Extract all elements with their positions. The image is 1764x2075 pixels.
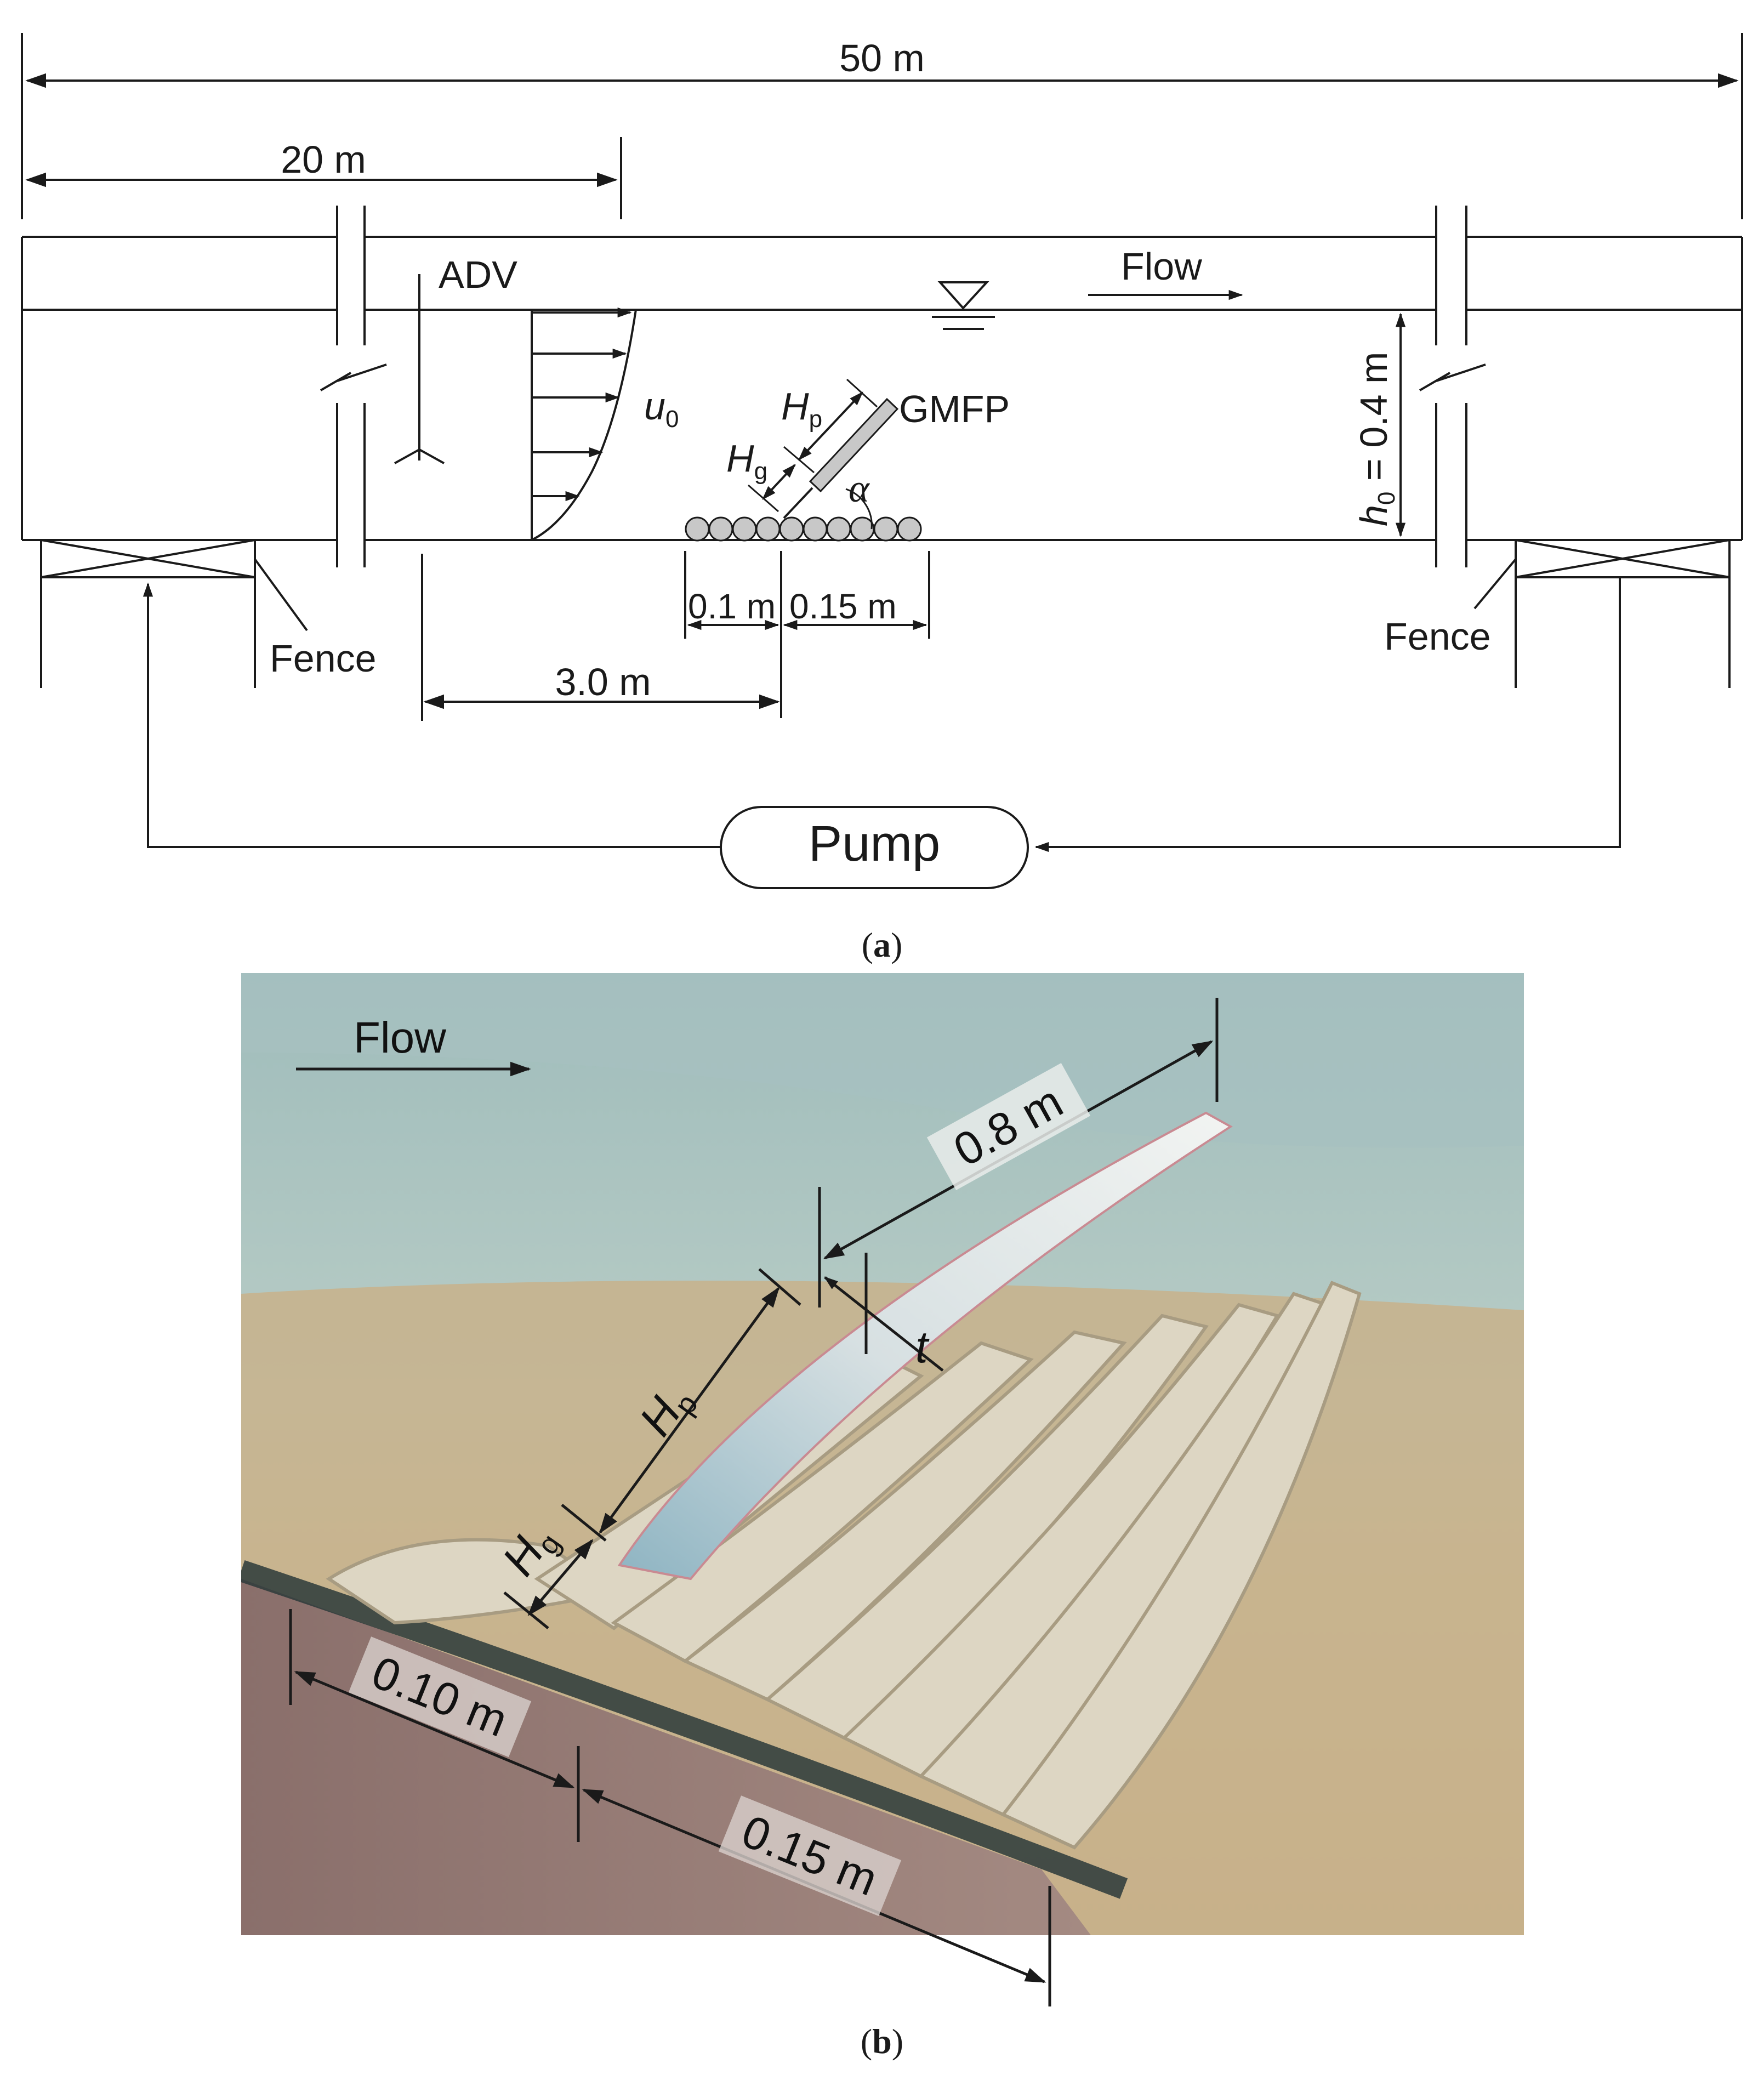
hp-b-dim bbox=[599, 1286, 780, 1534]
hg-b-dim bbox=[527, 1539, 594, 1616]
caption-b: (b) bbox=[861, 2022, 903, 2061]
label-bg-0-8m bbox=[926, 1063, 1091, 1190]
hp-b-tick-top bbox=[758, 1268, 801, 1306]
hg-b-tick bbox=[561, 1504, 607, 1542]
thickness-dim bbox=[823, 1276, 944, 1372]
label-bg-0-15m bbox=[718, 1795, 902, 1917]
label-flow-a: Flow bbox=[1121, 245, 1202, 288]
adv-probe bbox=[394, 274, 445, 464]
label-depth: h0 = 0.4 m bbox=[1352, 352, 1400, 526]
label-fence-left: Fence bbox=[270, 637, 377, 680]
velocity-profile bbox=[531, 307, 637, 541]
label-adv: ADV bbox=[439, 253, 517, 296]
fence-left-grid bbox=[40, 539, 308, 688]
label-alpha: α bbox=[849, 467, 870, 510]
pump-box bbox=[720, 806, 1029, 889]
panel-a-schematic bbox=[21, 33, 1743, 889]
return-pipe-right bbox=[1034, 577, 1621, 852]
fence-right-grid bbox=[1473, 539, 1731, 688]
label-t: t bbox=[915, 1322, 930, 1372]
dim-line-0-10m-b bbox=[294, 1670, 575, 1789]
label-flow-b: Flow bbox=[354, 1013, 446, 1062]
caption-a: (a) bbox=[862, 925, 903, 964]
break-symbol-right bbox=[1419, 206, 1486, 567]
water-level-symbol bbox=[932, 281, 995, 330]
label-0-1m: 0.1 m bbox=[688, 587, 776, 626]
angle-arc bbox=[845, 488, 873, 530]
panel-b-photo: Flow 0.8 m t Hp Hg 0.10 m 0.15 m (b) bbox=[241, 973, 1524, 2061]
sand-bags bbox=[685, 516, 922, 542]
label-50m: 50 m bbox=[839, 37, 925, 79]
hg-start-tick bbox=[748, 484, 779, 513]
panel-a-labels: 50 m 20 m ADV Flow GMFP Fence Fence Pump… bbox=[270, 37, 1491, 964]
return-pipe-left bbox=[143, 582, 721, 848]
hp-start-tick bbox=[783, 446, 815, 474]
label-gmfp: GMFP bbox=[899, 388, 1010, 430]
hp-dim-line bbox=[798, 391, 863, 461]
break-symbol-left bbox=[320, 206, 387, 567]
gmfp-base-support bbox=[783, 487, 813, 519]
hp-end-tick bbox=[846, 378, 878, 408]
label-20m: 20 m bbox=[281, 138, 366, 181]
hg-b-tick-bottom bbox=[503, 1591, 549, 1629]
label-u0: u0 bbox=[644, 385, 679, 433]
hg-dim-line bbox=[762, 464, 796, 500]
label-hp-a: Hp bbox=[781, 385, 822, 433]
label-fence-right: Fence bbox=[1384, 615, 1491, 658]
label-bg-0-10m bbox=[348, 1636, 532, 1758]
label-0-15m: 0.15 m bbox=[789, 587, 897, 626]
label-pump: Pump bbox=[809, 816, 940, 872]
label-3-0m: 3.0 m bbox=[555, 661, 651, 703]
label-hg-a: Hg bbox=[726, 437, 767, 485]
